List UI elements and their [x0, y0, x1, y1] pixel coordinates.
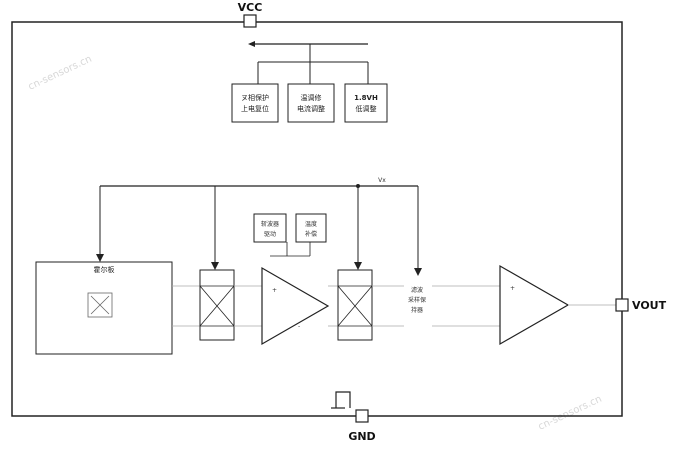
filter-sample-hold: 滤波 采样保 持器 [408, 286, 426, 314]
vcc-pin [243, 14, 257, 28]
svg-text:电流调整: 电流调整 [297, 104, 325, 113]
gnd-pin [355, 409, 369, 423]
svg-text:+: + [272, 287, 277, 294]
watermark: cn-sensors.cn [537, 394, 604, 433]
junction-dot [356, 184, 360, 188]
svg-text:滤波: 滤波 [411, 286, 423, 294]
arrow-icon [248, 41, 255, 47]
vout-pin [615, 298, 629, 312]
hall-sensor-label: 霍尔板 [94, 265, 115, 274]
top-block-protection: ヌ相保护 上电复位 [231, 83, 279, 123]
svg-text:ヌ相保护: ヌ相保护 [241, 93, 269, 102]
svg-text:温度: 温度 [305, 220, 317, 228]
vcc-pin-label: VCC [238, 1, 263, 14]
arrow-icon [96, 254, 104, 262]
hall-sensor-block: 霍尔板 [35, 261, 173, 355]
top-block-regulator: 1.8VH 低调整 [344, 83, 388, 123]
bias-label: Vx [378, 177, 386, 184]
svg-text:低调整: 低调整 [356, 104, 377, 113]
vout-pin-label: VOUT [632, 299, 667, 312]
chip-outline [11, 21, 623, 417]
svg-text:采样保: 采样保 [408, 296, 426, 304]
output-buffer: + [499, 264, 570, 346]
chopper-driver-block: 斩波器 驱动 [253, 213, 287, 243]
svg-text:补偿: 补偿 [305, 230, 317, 238]
amplifier: + - [261, 266, 330, 346]
gnd-pin-label: GND [348, 430, 375, 443]
arrow-icon [354, 262, 362, 270]
svg-text:+: + [510, 285, 515, 292]
svg-text:-: - [298, 323, 300, 330]
temp-compensation-block: 温度 补偿 [295, 213, 327, 243]
svg-text:上电复位: 上电复位 [241, 104, 269, 113]
top-block-temperature: 温调修 电流调整 [287, 83, 335, 123]
svg-text:斩波器: 斩波器 [261, 220, 279, 228]
svg-text:持器: 持器 [411, 306, 423, 314]
watermark: cn-sensors.cn [27, 54, 94, 93]
arrow-icon [414, 268, 422, 276]
arrow-icon [211, 262, 219, 270]
chopper-switch-1 [199, 269, 235, 341]
svg-text:温调修: 温调修 [301, 93, 322, 102]
svg-text:1.8VH: 1.8VH [354, 94, 378, 102]
svg-text:驱动: 驱动 [264, 231, 276, 238]
chopper-switch-2 [337, 269, 373, 341]
ground-symbol [331, 391, 351, 409]
